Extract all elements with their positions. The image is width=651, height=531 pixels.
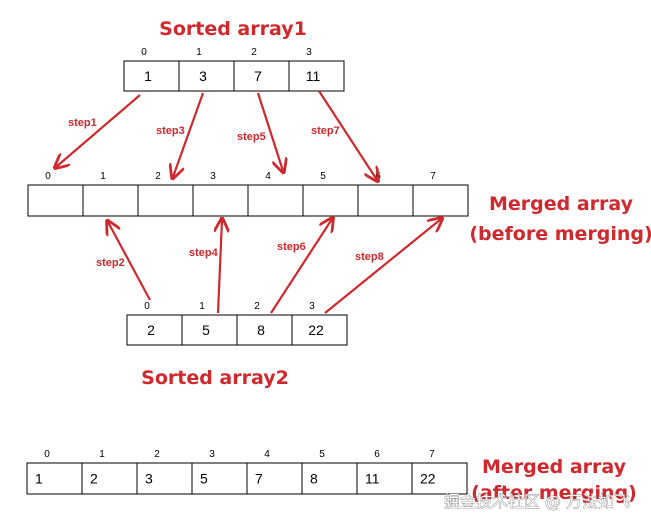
merged-after-cell-2	[136, 462, 193, 495]
merged-before-cell-5	[302, 184, 359, 217]
merged-before-index-0: 0	[45, 171, 51, 182]
sorted-array2-index-1: 1	[199, 301, 205, 312]
step2-label: step2	[96, 257, 125, 269]
step3-label: step3	[156, 125, 185, 137]
step3-arrow	[173, 92, 205, 177]
sorted-array1-title: Sorted array1	[159, 18, 307, 40]
merged-before-subtitle: (before merging)	[469, 223, 651, 245]
merged-after-index-7: 7	[429, 449, 435, 460]
merged-after-title: Merged array	[482, 456, 627, 478]
merged-before-index-7: 7	[430, 171, 436, 182]
sorted-array1-index-1: 1	[196, 47, 202, 58]
merged-before-index-3: 3	[210, 171, 216, 182]
merged-after-cell-3	[191, 462, 248, 495]
sorted-array2-index-3: 3	[309, 301, 315, 312]
sorted-array2-index-0: 0	[144, 301, 150, 312]
merged-after-value-6: 11	[365, 471, 380, 487]
step5-label: step5	[237, 131, 266, 143]
merged-before-index-2: 2	[155, 171, 161, 182]
merged-before-cell-1	[82, 184, 139, 217]
merged-after-value-1: 2	[90, 471, 98, 487]
step4-label: step4	[189, 247, 219, 259]
step-arrows: step1 step2 step3 step4 step5 step6 step7 step8	[56, 90, 441, 314]
merged-before-cell-0	[27, 184, 84, 217]
merged-after-value-4: 7	[255, 471, 263, 487]
sorted-array2-cell-3	[291, 314, 348, 346]
sorted-array2-cell-2	[236, 314, 293, 346]
merged-after-index-0: 0	[44, 449, 50, 460]
sorted-array1-cell-1	[178, 60, 235, 92]
step5-arrow	[256, 92, 283, 171]
merged-before-index-4: 4	[265, 171, 271, 182]
merged-after-value-0: 1	[35, 471, 43, 487]
step7-arrow	[318, 90, 377, 180]
merged-before-cell-2	[137, 184, 194, 217]
merged-after-value-2: 3	[145, 471, 153, 487]
merged-before-cell-7	[412, 184, 469, 217]
sorted-array1-value-0: 1	[144, 68, 152, 84]
sorted-array2-value-0: 2	[147, 322, 155, 338]
sorted-array2-value-1: 5	[202, 322, 210, 338]
sorted-array2-cell-1	[181, 314, 238, 346]
step6-arrow	[270, 219, 332, 314]
merged-after-index-4: 4	[264, 449, 270, 460]
step7-label: step7	[311, 125, 340, 137]
step1-label: step1	[68, 117, 97, 129]
sorted-array2-title: Sorted array2	[141, 367, 289, 389]
sorted-array2-value-3: 22	[308, 322, 324, 338]
merged-before-index-5: 5	[320, 171, 326, 182]
step4-arrow	[218, 220, 222, 314]
sorted-array1-value-3: 11	[306, 68, 321, 84]
sorted-array2-value-2: 8	[257, 322, 265, 338]
step8-arrow	[324, 219, 441, 314]
merged-after-cell-7	[411, 462, 468, 495]
merged-after-index-1: 1	[99, 449, 105, 460]
merged-before-cell-3	[192, 184, 249, 217]
step8-label: step8	[355, 251, 384, 263]
sorted-array1-index-3: 3	[306, 47, 312, 58]
merged-before-title: Merged array	[489, 193, 634, 215]
merged-after-subtitle: (after merging)	[471, 482, 637, 504]
merged-before-cell-4	[247, 184, 304, 217]
step6-label: step6	[277, 241, 306, 253]
step2-arrow	[108, 222, 151, 301]
merged-before-index-1: 1	[100, 171, 106, 182]
sorted-array1-cell-3	[288, 60, 345, 92]
merged-after-index-5: 5	[319, 449, 325, 460]
step1-arrow	[56, 94, 141, 167]
merged-after-value-7: 22	[420, 471, 436, 487]
sorted-array1-index-2: 2	[251, 47, 257, 58]
merged-after-value-5: 8	[310, 471, 318, 487]
sorted-array1-value-2: 7	[254, 68, 262, 84]
sorted-array2-index-2: 2	[254, 301, 260, 312]
merged-after-index-3: 3	[209, 449, 215, 460]
merged-after-cell-0	[26, 462, 83, 495]
merged-after-cell-1	[81, 462, 138, 495]
merged-after-index-6: 6	[374, 449, 380, 460]
merged-before-cell-6	[357, 184, 414, 217]
merged-after-index-2: 2	[154, 449, 160, 460]
watermark-text: 掘金技术社区 @ 万法如飞	[444, 492, 630, 511]
sorted-array1-value-1: 3	[199, 68, 207, 84]
sorted-array1-index-0: 0	[141, 47, 147, 58]
merged-after-value-3: 5	[200, 471, 208, 487]
merged-after-cell-6	[356, 462, 413, 495]
sorted-array2: 0 2 1 5 2 8 3 22	[126, 301, 348, 346]
merged-after-cell-5	[301, 462, 358, 495]
